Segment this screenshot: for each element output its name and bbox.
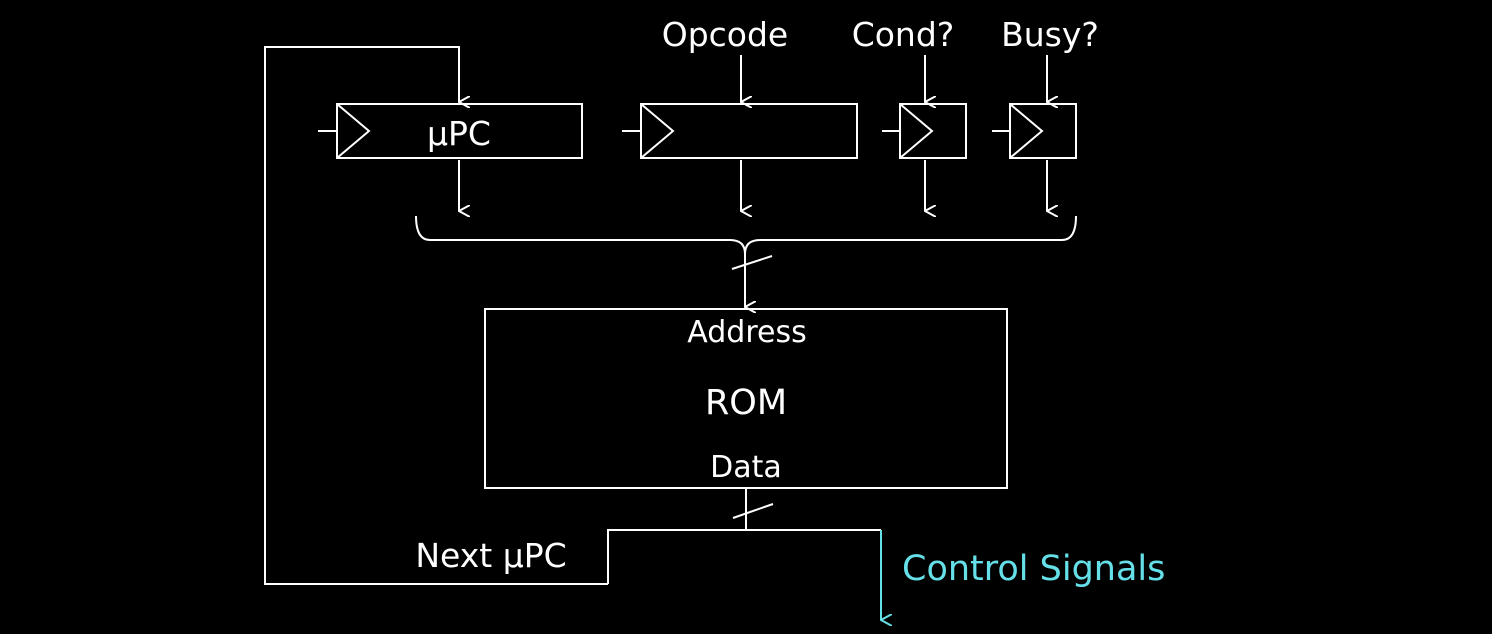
next-upc-label: Next µPC [415, 536, 566, 575]
bus-brace [415, 215, 1077, 255]
data-split-wire [607, 529, 881, 584]
opcode-label: Opcode [662, 15, 789, 54]
next-upc-feedback-wire [264, 46, 608, 585]
data-label: Data [710, 450, 782, 485]
cond-label: Cond? [852, 15, 955, 54]
busy-flipflop [992, 103, 1077, 159]
upc-label: µPC [427, 114, 491, 153]
address-label: Address [687, 315, 806, 350]
upc-register: µPC [318, 103, 583, 159]
rom-label: ROM [705, 383, 787, 423]
busy-label: Busy? [1001, 15, 1099, 54]
control-signals-label: Control Signals [902, 549, 1165, 589]
data-bus-slash [732, 503, 774, 519]
cond-flipflop [882, 103, 967, 159]
address-bus-slash [731, 255, 773, 270]
opcode-register [622, 103, 858, 159]
rom-block: Address ROM Data [484, 308, 1008, 489]
